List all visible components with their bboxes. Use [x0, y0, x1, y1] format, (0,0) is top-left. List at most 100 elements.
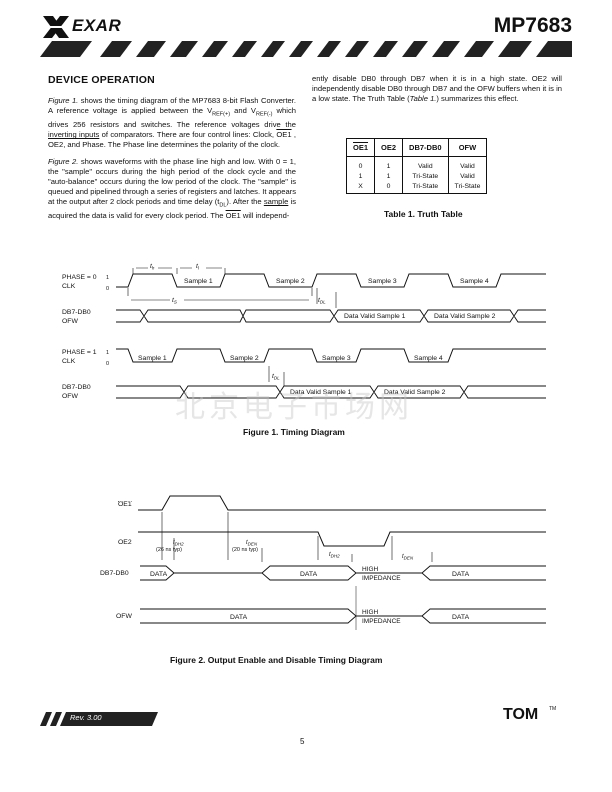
- table-cell: X: [345, 181, 376, 194]
- tdh2-typ: (26 ns typ): [156, 547, 182, 553]
- paragraph-figure2: Figure 2. shows waveforms with the phase…: [48, 156, 297, 221]
- high-z-label: IMPEDANCE: [362, 618, 401, 625]
- high-z-label: HIGH: [362, 566, 379, 573]
- oe1-label: OE1: [118, 501, 132, 508]
- figure2-timing-markers: [161, 512, 433, 562]
- tom-logo: TOM: [503, 706, 539, 723]
- header-stripe-bar: [40, 41, 572, 57]
- tdl-label: tDL: [318, 297, 326, 305]
- level-high: 1: [106, 350, 109, 356]
- phase0-sample-label: Sample 2: [276, 278, 305, 285]
- phase1-sample-label: Sample 2: [230, 355, 259, 362]
- oe1-waveform: [138, 495, 546, 511]
- table-cell: 1: [345, 171, 376, 181]
- paragraph-truth-table: ently disable DB0 through DB7 when it is…: [312, 74, 562, 104]
- tden-typ: (20 ns typ): [232, 547, 258, 553]
- table-row: 0 1 Valid Valid: [345, 156, 488, 171]
- table-header: OE1: [345, 138, 376, 157]
- table-cell: 1: [374, 156, 404, 171]
- tl-label: tl: [196, 263, 200, 271]
- phase1-valid-label: Data Valid Sample 2: [384, 389, 446, 396]
- phase1-tdl-marker: [268, 366, 285, 386]
- phase0-sample-label: Sample 4: [460, 278, 489, 285]
- phase1-valid-label: Data Valid Sample 1: [290, 389, 352, 396]
- timing-markers: [127, 267, 337, 308]
- phase0-sample-label: Sample 1: [184, 278, 213, 285]
- table-cell: Valid: [447, 156, 488, 171]
- table-row: 1 1 Tri-State Valid: [345, 171, 488, 181]
- ofw-label: OFW: [116, 613, 132, 620]
- table-cell: Valid: [402, 156, 449, 171]
- exar-logo-icon: [41, 16, 71, 38]
- th-label: th: [150, 263, 155, 271]
- db-data-label: DATA: [300, 571, 318, 578]
- level-low: 0: [106, 361, 109, 367]
- paragraph-figure1: Figure 1. shows the timing diagram of th…: [48, 96, 297, 150]
- phase1-sample-label: Sample 3: [322, 355, 351, 362]
- table-cell: Tri-State: [402, 171, 449, 181]
- trademark-mark: TM: [549, 706, 557, 712]
- ofw-waveform: [140, 608, 546, 624]
- table-header: OFW: [447, 138, 488, 157]
- ofw-data-label: DATA: [230, 614, 248, 621]
- truth-table-header: OE1 OE2 DB7-DB0 OFW: [345, 138, 488, 157]
- part-number: MP7683: [493, 14, 572, 37]
- tdh2-label: tDH2: [173, 540, 184, 547]
- phase0-output-bus: [116, 309, 546, 323]
- phase0-ofw-label: OFW: [62, 318, 78, 325]
- table-cell: 0: [345, 156, 376, 171]
- page-number: 5: [300, 737, 305, 746]
- phase1-ofw-label: OFW: [62, 393, 78, 400]
- db-data-label: DATA: [452, 571, 470, 578]
- phase1-db-label: DB7-DB0: [62, 384, 91, 391]
- phase1-label: PHASE = 1: [62, 349, 97, 356]
- phase1-sample-label: Sample 1: [138, 355, 167, 362]
- exar-logo-text: EXAR: [72, 16, 122, 35]
- phase0-clk-label: CLK: [62, 283, 76, 290]
- phase1-output-bus: [116, 385, 546, 399]
- phase0-clock-waveform: [116, 273, 546, 288]
- high-z-label: IMPEDANCE: [362, 575, 401, 582]
- truth-table: OE1 OE2 DB7-DB0 OFW 0 1 Valid Valid 1 1 …: [345, 138, 488, 194]
- phase0-valid-label: Data Valid Sample 2: [434, 313, 496, 320]
- phase0-sample-label: Sample 3: [368, 278, 397, 285]
- level-low: 0: [106, 286, 109, 292]
- phase1-clock-waveform: [116, 348, 546, 363]
- level-high: 1: [106, 275, 109, 281]
- body-column-left: Figure 1. shows the timing diagram of th…: [48, 96, 296, 227]
- table-header: DB7-DB0: [402, 138, 449, 157]
- table-cell: 0: [374, 181, 404, 194]
- db-waveform: [140, 565, 546, 581]
- table-cell: Tri-State: [402, 181, 449, 194]
- ofw-data-label: DATA: [452, 614, 470, 621]
- timing-diagram-figure1: PHASE = 0 CLK 1 0 Sample 1 Sample 2 Samp…: [62, 263, 546, 400]
- table-cell: 1: [374, 171, 404, 181]
- phase0-label: PHASE = 0: [62, 274, 97, 281]
- tden-label-2: tDEN: [402, 554, 414, 561]
- db-data-label: DATA: [150, 571, 168, 578]
- phase0-db-label: DB7-DB0: [62, 309, 91, 316]
- ts-label: tS: [172, 297, 177, 305]
- tdh2-label-2: tDH2: [329, 552, 340, 559]
- figure1-caption: Figure 1. Timing Diagram: [243, 427, 345, 437]
- figure2-caption: Figure 2. Output Enable and Disable Timi…: [170, 655, 383, 665]
- footer-stripe-bar: [40, 712, 158, 726]
- tdl-label: tDL: [272, 373, 280, 381]
- tden-label: tDEN: [246, 540, 258, 547]
- table-caption: Table 1. Truth Table: [384, 209, 463, 219]
- revision-label: Rev. 3.00: [70, 713, 102, 722]
- db-label: DB7-DB0: [100, 570, 129, 577]
- phase0-valid-label: Data Valid Sample 1: [344, 313, 406, 320]
- phase1-clk-label: CLK: [62, 358, 76, 365]
- oe2-label: OE2: [118, 539, 132, 546]
- table-header: OE2: [374, 138, 404, 157]
- watermark: 北京电子市场网: [175, 390, 413, 425]
- table-cell: Tri-State: [447, 181, 488, 194]
- oe2-waveform: [138, 531, 546, 547]
- table-row: X 0 Tri-State Tri-State: [345, 181, 488, 194]
- body-column-right: ently disable DB0 through DB7 when it is…: [312, 74, 562, 111]
- timing-diagram-figure2: OE1 OE2 tDH2 (26 ns typ) tDEN (20 ns typ…: [100, 495, 546, 630]
- section-title: DEVICE OPERATION: [48, 74, 155, 86]
- high-z-label: HIGH: [362, 609, 379, 616]
- table-cell: Valid: [447, 171, 488, 181]
